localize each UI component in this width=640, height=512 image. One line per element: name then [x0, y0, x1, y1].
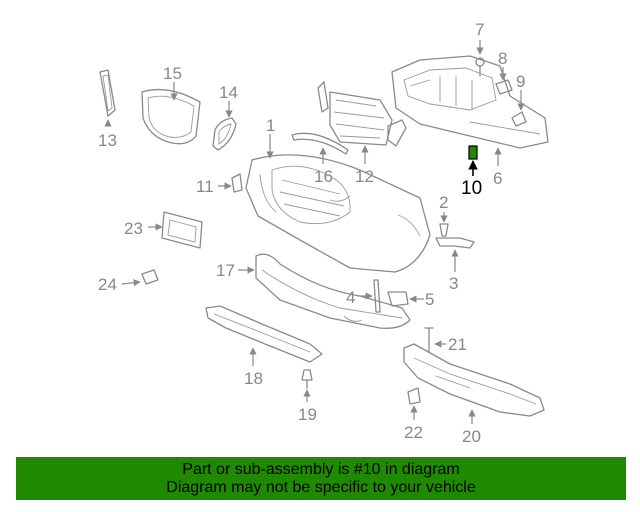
callout-13: 13	[98, 131, 117, 150]
part-12-upper-grille	[317, 81, 407, 147]
part-17-lower-spoiler	[255, 253, 411, 329]
callout-5: 5	[425, 290, 434, 309]
callout-10-highlighted[interactable]: 10	[461, 178, 482, 199]
part-3-support-bracket	[435, 237, 475, 249]
callout-20: 20	[462, 427, 481, 446]
callout-15: 15	[163, 64, 182, 83]
part-22-clip	[407, 387, 421, 405]
callout-9: 9	[516, 72, 525, 91]
callout-2: 2	[439, 193, 448, 212]
part-20-skid-plate	[403, 343, 545, 417]
part-16-trim-strip	[291, 132, 349, 155]
part-18-lower-deflector	[205, 305, 323, 363]
callout-4: 4	[346, 288, 355, 307]
callout-labels: 13 15 14 1 16 12 7 8 9 6 10 11 23 2 3 17…	[98, 20, 525, 446]
part-11-bracket	[231, 173, 243, 193]
callout-1: 1	[266, 116, 275, 135]
part-14-bezel	[212, 117, 237, 151]
callout-11: 11	[196, 177, 214, 196]
part-15-grille-insert	[141, 88, 201, 145]
part-9-bracket	[511, 111, 527, 127]
leader-lines	[104, 40, 525, 424]
part-8-clip	[495, 79, 513, 95]
callout-22: 22	[404, 423, 423, 442]
callout-23: 23	[124, 219, 143, 238]
info-banner: Part or sub-assembly is #10 in diagram D…	[16, 457, 626, 500]
callout-7: 7	[475, 20, 484, 39]
part-24-retainer	[141, 269, 159, 285]
part-7-push-pin	[475, 57, 485, 77]
part-23-license-bracket	[161, 211, 203, 249]
banner-line-1: Part or sub-assembly is #10 in diagram	[182, 461, 460, 478]
callout-18: 18	[244, 369, 263, 388]
callout-3: 3	[449, 274, 458, 293]
callout-14: 14	[219, 83, 238, 102]
banner-line-2: Diagram may not be specific to your vehi…	[166, 479, 476, 496]
part-6-absorber	[391, 55, 549, 149]
callout-19: 19	[298, 405, 317, 424]
part-4-fastener-bar	[373, 279, 381, 313]
parts-diagram: 13 15 14 1 16 12 7 8 9 6 10 11 23 2 3 17…	[98, 20, 549, 446]
part-5-bracket	[387, 291, 409, 307]
callout-17: 17	[216, 261, 235, 280]
callout-12: 12	[355, 167, 374, 186]
part-10-clip-highlighted[interactable]	[468, 145, 478, 160]
callout-8: 8	[498, 49, 507, 68]
callout-16: 16	[314, 167, 333, 186]
part-13-side-grille	[99, 69, 116, 117]
part-19-push-pin	[301, 369, 313, 389]
part-1-bumper-fascia	[245, 154, 431, 273]
callout-21: 21	[448, 335, 467, 354]
callout-6: 6	[493, 169, 502, 188]
part-2-bolt	[439, 223, 449, 237]
callout-24: 24	[98, 275, 117, 294]
part-21-bolt	[424, 327, 434, 353]
